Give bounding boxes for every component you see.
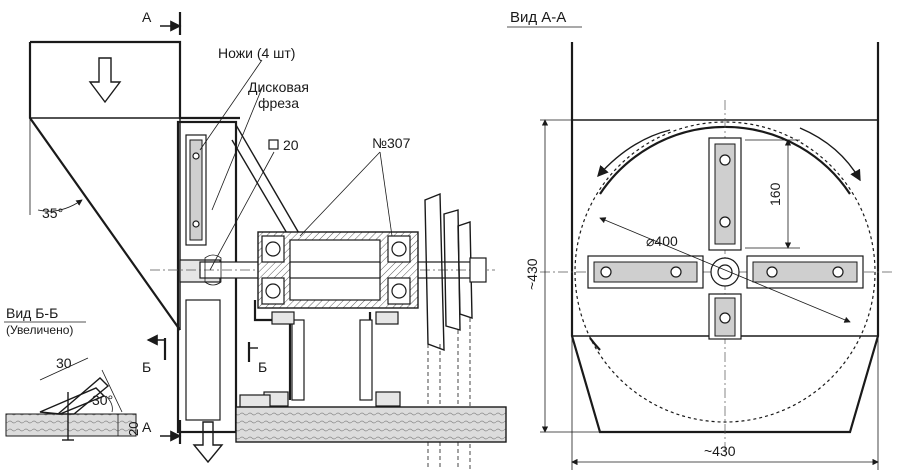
section-b-right-label: Б <box>258 359 267 375</box>
dim-30-angle-label: 30° <box>92 392 113 408</box>
feed-arrow-icon <box>88 57 122 104</box>
view-bb-note: (Увеличено) <box>6 323 73 337</box>
dim-430-vertical-label: ~430 <box>524 258 540 290</box>
outlet-arrow-icon <box>192 421 224 464</box>
dim-400-label: ⌀400 <box>646 233 678 249</box>
side-section-view: А А Б Б Ножи (4 шт) Дисковая фреза 20 №3… <box>28 9 507 470</box>
support-frame <box>239 300 401 408</box>
knife-bottom <box>708 293 742 340</box>
bearing-housing <box>257 231 419 309</box>
wooden-base <box>235 406 507 443</box>
section-a-label: А <box>142 9 152 25</box>
dim-430-horizontal-label: ~430 <box>704 443 736 459</box>
section-marker-b-left: Б <box>142 334 167 375</box>
bearing-label: №307 <box>372 135 411 151</box>
disc-cutter-label-1: Дисковая <box>248 79 309 95</box>
hopper <box>28 40 240 331</box>
dim-160-label: 160 <box>767 182 783 206</box>
knife-right <box>746 255 864 289</box>
section-b-left-label: Б <box>142 359 151 375</box>
square-section-icon <box>268 139 279 150</box>
knife-left <box>587 255 704 289</box>
view-bb-title: Вид Б-Б <box>6 305 58 321</box>
view-bb-detail: Вид Б-Б (Увеличено) 30 30° 20 <box>4 305 141 441</box>
disc-cutter-label-2: фреза <box>258 95 299 111</box>
section-marker-a-top: А <box>142 9 182 35</box>
square-20-label: 20 <box>283 137 299 153</box>
knives-label: Ножи (4 шт) <box>218 45 295 61</box>
view-aa-title: Вид А-А <box>510 9 566 26</box>
view-aa: Вид А-А <box>507 9 895 470</box>
dim-30-top-label: 30 <box>56 355 72 371</box>
angle-35-label: 35° <box>42 205 63 221</box>
knife-top <box>708 137 742 251</box>
pulley <box>424 192 487 470</box>
section-marker-a-bottom: А <box>142 419 182 444</box>
dim-20-label: 20 <box>126 422 141 436</box>
section-marker-b-right: Б <box>247 342 267 375</box>
section-a-bottom-label: А <box>142 419 152 435</box>
